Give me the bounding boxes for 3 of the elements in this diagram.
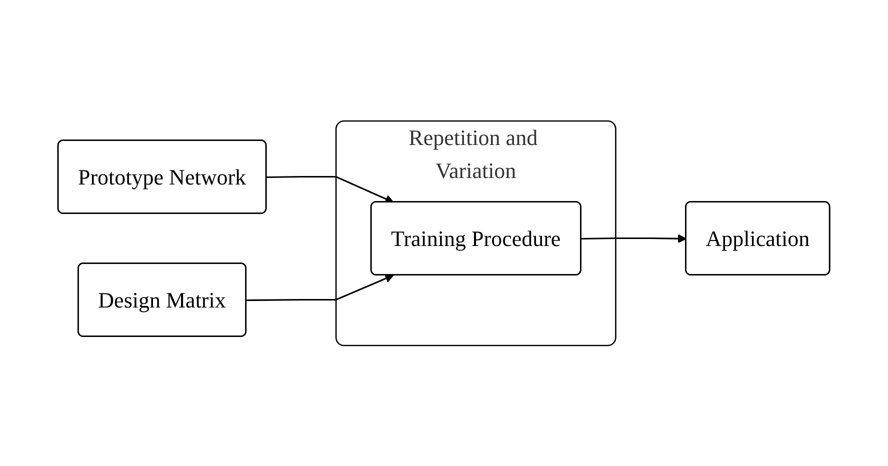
arrow bbox=[246, 274, 394, 301]
arrow bbox=[266, 176, 394, 203]
arrow bbox=[581, 234, 687, 243]
